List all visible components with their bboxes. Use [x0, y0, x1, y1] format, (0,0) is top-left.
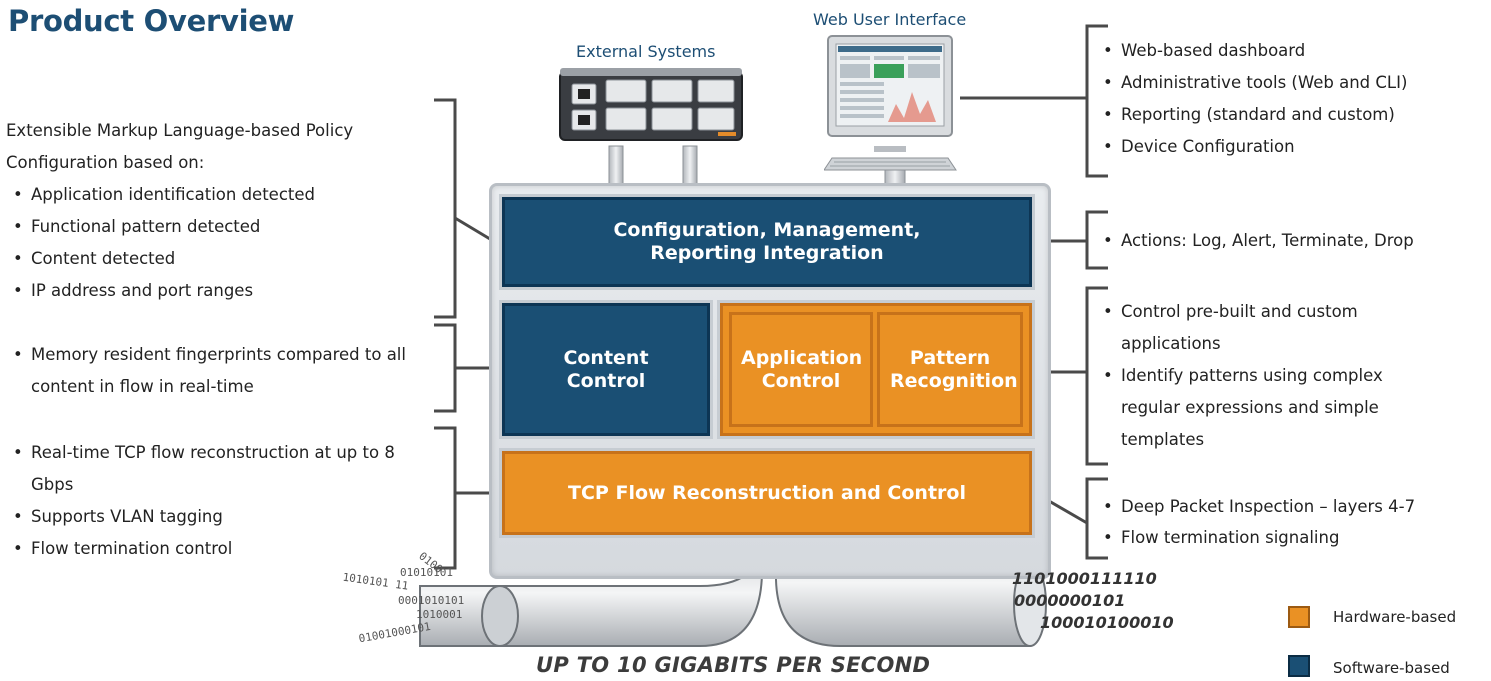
bracket-control [1085, 286, 1108, 466]
application-control-block: Application Control [729, 312, 873, 427]
web-features-section: Web-based dashboard Administrative tools… [1101, 35, 1407, 163]
binary-line: 100010100010 [1040, 613, 1174, 632]
binary-stream-left: 0100 01010101 1010101 11 0001010101 1010… [338, 548, 478, 645]
binary-line: 0001010101 [398, 594, 465, 607]
binary-line: 1010001 [416, 608, 463, 621]
tcp-list: Real-time TCP flow reconstruction at up … [11, 437, 437, 565]
binary-line: 1101000111110 [1012, 569, 1157, 588]
list-item: Web-based dashboard [1101, 35, 1407, 67]
list-item: Device Configuration [1101, 131, 1407, 163]
bracket-memory [434, 323, 457, 413]
list-item: Functional pattern detected [11, 211, 353, 243]
bracket-deep [1085, 477, 1108, 560]
orange-control-frame: Application Control Pattern Recognition [720, 303, 1032, 436]
actions-list: Actions: Log, Alert, Terminate, Drop [1101, 224, 1414, 257]
tcp-flow-block: TCP Flow Reconstruction and Control [502, 451, 1032, 535]
pattern-recognition-label: Pattern Recognition [890, 346, 1018, 392]
legend-software-swatch [1288, 655, 1310, 677]
web-ui-label: Web User Interface [813, 10, 967, 29]
control-section: Control pre-built and custom application… [1101, 296, 1441, 456]
bracket-tcp [434, 426, 457, 570]
web-features-list: Web-based dashboard Administrative tools… [1101, 35, 1407, 163]
tcp-flow-label: TCP Flow Reconstruction and Control [568, 481, 966, 504]
actions-section: Actions: Log, Alert, Terminate, Drop [1101, 224, 1414, 257]
policy-intro-line2: Configuration based on: [6, 153, 205, 172]
pole-external [608, 145, 624, 187]
config-management-label: Configuration, Management, Reporting Int… [613, 219, 921, 264]
page-title: Product Overview [8, 4, 295, 38]
list-item: Flow termination control [11, 533, 437, 565]
list-item: Memory resident fingerprints compared to… [11, 339, 431, 403]
list-item: IP address and port ranges [11, 275, 353, 307]
external-systems-label: External Systems [576, 42, 716, 61]
pattern-recognition-block: Pattern Recognition [877, 312, 1023, 427]
list-item: Supports VLAN tagging [11, 501, 437, 533]
legend-hardware-swatch [1288, 606, 1310, 628]
list-item: Flow termination signaling [1101, 522, 1415, 553]
binary-line: 01010101 [400, 566, 453, 579]
legend-hardware-label: Hardware-based [1333, 608, 1457, 626]
list-item: Control pre-built and custom application… [1101, 296, 1441, 360]
bracket-web [1085, 24, 1108, 178]
policy-list: Application identification detected Func… [11, 179, 353, 307]
bracket-policy [434, 98, 457, 319]
list-item: Identify patterns using complex regular … [1101, 360, 1441, 456]
deep-inspection-section: Deep Packet Inspection – layers 4-7 Flow… [1101, 491, 1415, 553]
memory-list: Memory resident fingerprints compared to… [11, 339, 431, 403]
content-control-block: Content Control [502, 303, 710, 436]
policy-section: Extensible Markup Language-based Policy … [6, 115, 353, 307]
content-control-label: Content Control [563, 346, 649, 392]
list-item: Application identification detected [11, 179, 353, 211]
list-item: Reporting (standard and custom) [1101, 99, 1407, 131]
throughput-caption: UP TO 10 GIGABITS PER SECOND [536, 653, 931, 677]
list-item: Actions: Log, Alert, Terminate, Drop [1101, 224, 1414, 257]
deep-inspection-list: Deep Packet Inspection – layers 4-7 Flow… [1101, 491, 1415, 553]
monitor-icon [824, 35, 957, 171]
list-item: Content detected [11, 243, 353, 275]
list-item: Administrative tools (Web and CLI) [1101, 67, 1407, 99]
control-list: Control pre-built and custom application… [1101, 296, 1441, 456]
server-device-icon [559, 68, 743, 141]
memory-section: Memory resident fingerprints compared to… [11, 339, 431, 403]
config-management-block: Configuration, Management, Reporting Int… [502, 197, 1032, 287]
binary-stream-right: 1101000111110 0000000101 100010100010 [1012, 568, 1174, 634]
policy-intro-line1: Extensible Markup Language-based Policy [6, 121, 354, 140]
binary-line: 0000000101 [1014, 591, 1126, 610]
legend-software-label: Software-based [1333, 659, 1450, 677]
application-control-label: Application Control [741, 346, 863, 392]
tcp-section: Real-time TCP flow reconstruction at up … [11, 437, 437, 565]
list-item: Deep Packet Inspection – layers 4-7 [1101, 491, 1415, 522]
list-item: Real-time TCP flow reconstruction at up … [11, 437, 437, 501]
